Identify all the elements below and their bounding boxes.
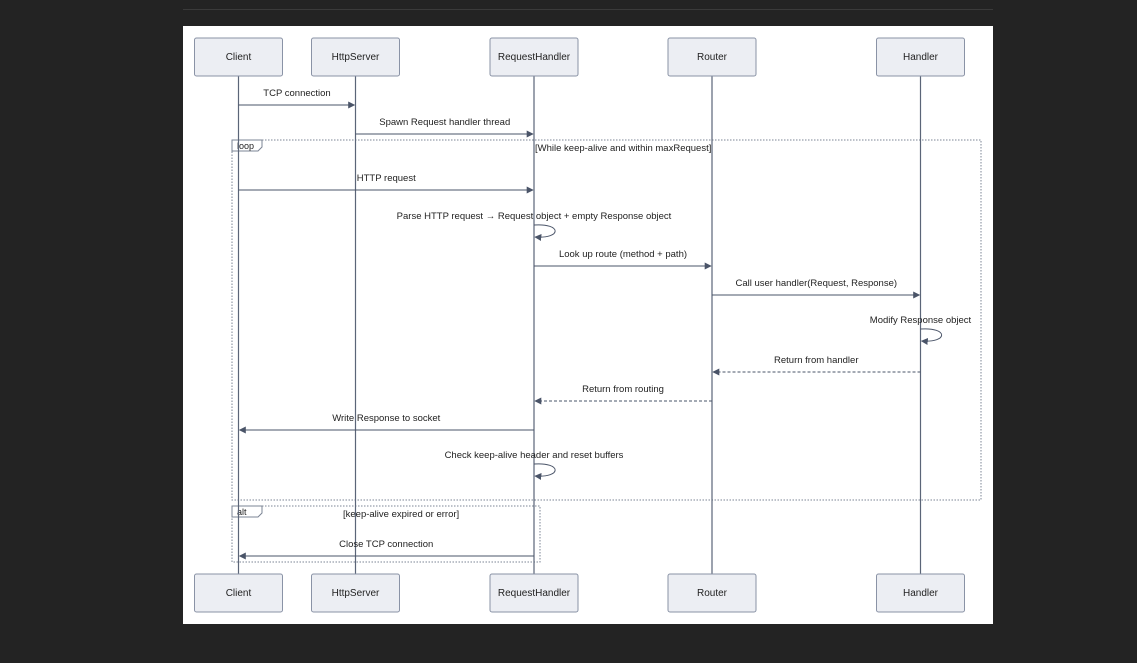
actor-label: Router — [697, 588, 728, 599]
actor-router-bottom: Router — [667, 573, 757, 613]
frame-loop: loop [While keep-alive and within maxRequ… — [231, 139, 982, 501]
message-2: Spawn Request handler thread — [355, 117, 534, 138]
message-1: TCP connection — [238, 88, 356, 109]
sequence-diagram-canvas: loop [While keep-alive and within maxRequ… — [194, 37, 982, 613]
message-4: Parse HTTP request → Request object + em… — [397, 211, 672, 241]
message-label: Close TCP connection — [339, 539, 433, 550]
actor-box — [311, 573, 400, 613]
sequence-diagram: loop [While keep-alive and within maxRequ… — [183, 26, 993, 624]
frame-loop-condition: [While keep-alive and within maxRequest] — [535, 143, 711, 154]
message-label: Modify Response object — [870, 315, 972, 326]
actor-box — [489, 573, 579, 613]
message-label: Spawn Request handler thread — [379, 117, 510, 128]
actor-box — [667, 573, 757, 613]
message-label: Call user handler(Request, Response) — [735, 278, 897, 289]
actor-box — [489, 37, 579, 77]
actor-box — [194, 573, 283, 613]
message-label: Look up route (method + path) — [559, 249, 687, 260]
actor-handler-top: Handler — [876, 37, 965, 77]
actor-box — [194, 37, 283, 77]
actor-requesthandler-top: RequestHandler — [489, 37, 579, 77]
message-12: Close TCP connection — [238, 539, 534, 560]
frame-alt-keyword: alt — [237, 507, 247, 517]
actor-label: RequestHandler — [498, 588, 571, 599]
actor-label: HttpServer — [332, 588, 380, 599]
frame-alt-condition: [keep-alive expired or error] — [343, 509, 459, 520]
actor-label: RequestHandler — [498, 52, 571, 63]
actor-box — [667, 37, 757, 77]
actor-client-top: Client — [194, 37, 283, 77]
message-label: Return from handler — [774, 355, 858, 366]
message-label: Check keep-alive header and reset buffer… — [445, 450, 624, 461]
message-6: Call user handler(Request, Response) — [712, 278, 921, 299]
actor-label: Router — [697, 52, 728, 63]
self-message-arrow — [533, 224, 556, 241]
message-9: Return from routing — [534, 384, 712, 405]
actor-handler-bottom: Handler — [876, 573, 965, 613]
actor-box — [876, 573, 965, 613]
message-label: TCP connection — [263, 88, 330, 99]
message-10: Write Response to socket — [238, 413, 534, 434]
message-11: Check keep-alive header and reset buffer… — [445, 450, 624, 480]
actor-router-top: Router — [667, 37, 757, 77]
message-label: Return from routing — [582, 384, 664, 395]
frame-loop-tab — [231, 139, 263, 152]
frame-alt-tab — [231, 505, 263, 518]
actor-label: Handler — [903, 588, 939, 599]
frame-alt-border — [231, 505, 541, 563]
actor-requesthandler-bottom: RequestHandler — [489, 573, 579, 613]
actor-box — [311, 37, 400, 77]
self-message-arrow — [920, 328, 942, 345]
message-label: Write Response to socket — [332, 413, 440, 424]
actor-client-bottom: Client — [194, 573, 283, 613]
actor-box — [876, 37, 965, 77]
message-label: HTTP request — [357, 173, 416, 184]
message-3: HTTP request — [238, 173, 534, 194]
actor-label: Client — [226, 52, 252, 63]
message-8: Return from handler — [712, 355, 921, 376]
frame-alt: alt [keep-alive expired or error] — [231, 505, 541, 563]
message-label: Parse HTTP request → Request object + em… — [397, 211, 672, 222]
actor-label: Client — [226, 588, 252, 599]
message-5: Look up route (method + path) — [534, 249, 712, 270]
self-message-arrow — [533, 463, 556, 480]
top-divider — [183, 9, 993, 10]
actor-label: Handler — [903, 52, 939, 63]
message-7: Modify Response object — [870, 315, 972, 345]
frame-loop-keyword: loop — [237, 141, 254, 151]
actor-httpserver-top: HttpServer — [311, 37, 400, 77]
frame-loop-border — [231, 139, 982, 501]
actor-label: HttpServer — [332, 52, 380, 63]
actor-httpserver-bottom: HttpServer — [311, 573, 400, 613]
